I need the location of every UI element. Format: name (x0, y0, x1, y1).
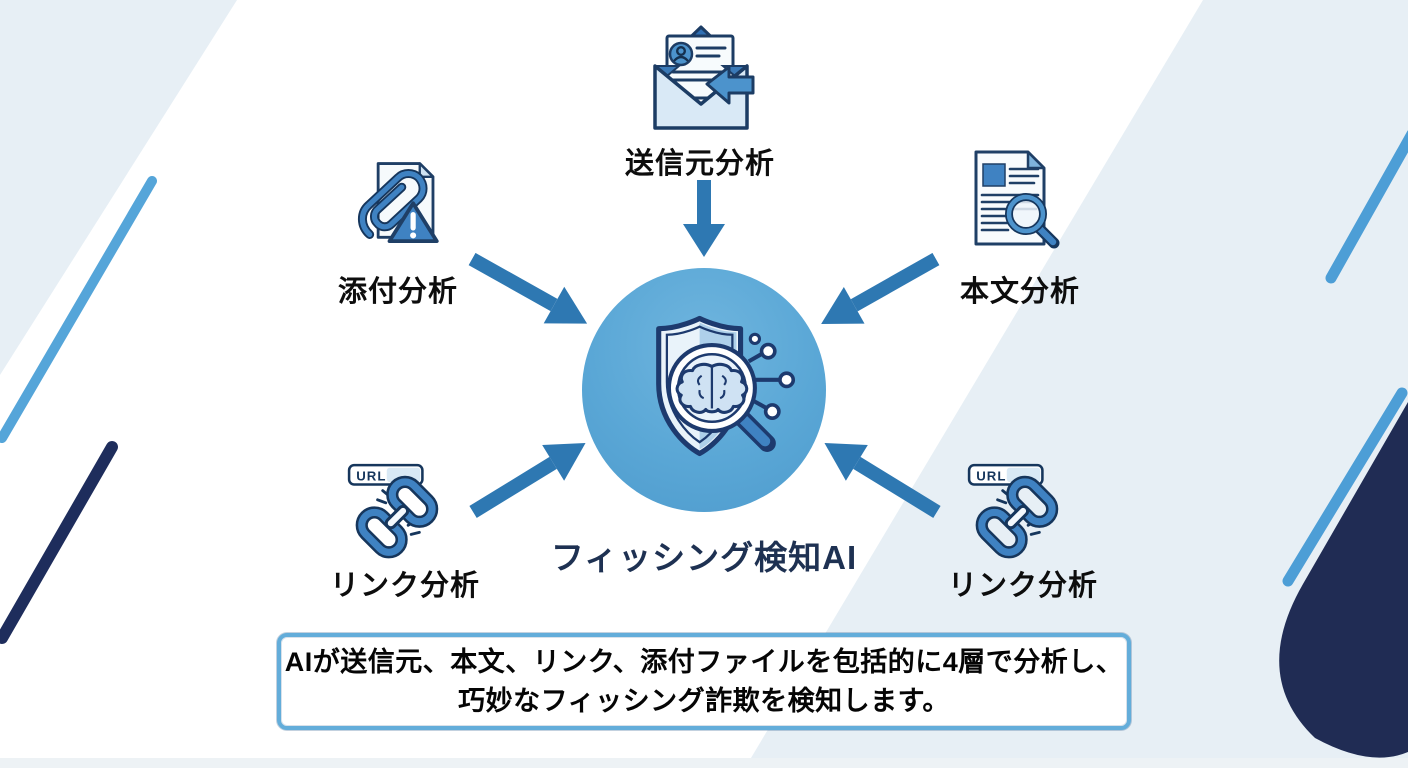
diagonal-line-light-left (0, 176, 157, 443)
arrow-link-left-to-hub (469, 443, 586, 518)
url-link-icon: URL (347, 463, 439, 559)
arrow-sender-to-hub (683, 180, 725, 257)
pale-triangle-top-left (0, 0, 237, 375)
node-label-link-right: リンク分析 (947, 570, 1098, 602)
arrow-body-to-hub (821, 252, 940, 324)
node-label-sender: 送信元分析 (624, 148, 775, 180)
summary-line-1: AIが送信元、本文、リンク、添付ファイルを包括的に4層で分析し、 (284, 646, 1124, 677)
pale-panel-right (745, 0, 1408, 768)
pale-strip-bottom (0, 758, 1408, 768)
node-label-link-left: リンク分析 (329, 570, 480, 602)
url-badge-text: URL (976, 468, 1006, 483)
diagonal-line-navy-left (0, 441, 118, 644)
arrow-attachment-to-hub (468, 252, 588, 324)
attachment-warning-icon (357, 162, 439, 243)
document-search-icon (974, 150, 1060, 249)
summary-line-2: 巧妙なフィッシング詐欺を検知します。 (458, 685, 950, 716)
node-label-body: 本文分析 (959, 276, 1080, 308)
node-label-attachment: 添付分析 (337, 276, 458, 308)
navy-blob-bottom-right (1279, 402, 1408, 758)
hub-label: フィッシング検知AI (550, 539, 858, 576)
mail-reply-icon (653, 25, 755, 130)
diagonal-line-light-right-top (1325, 130, 1408, 284)
arrow-link-right-to-hub (824, 443, 941, 518)
url-link-icon: URL (967, 463, 1059, 559)
shield-brain-scan-icon (656, 315, 796, 457)
url-badge-text: URL (356, 468, 386, 483)
diagonal-line-light-right-bottom (1282, 387, 1408, 587)
summary-box: AIが送信元、本文、リンク、添付ファイルを包括的に4層で分析し、 巧妙なフィッシ… (277, 633, 1131, 730)
